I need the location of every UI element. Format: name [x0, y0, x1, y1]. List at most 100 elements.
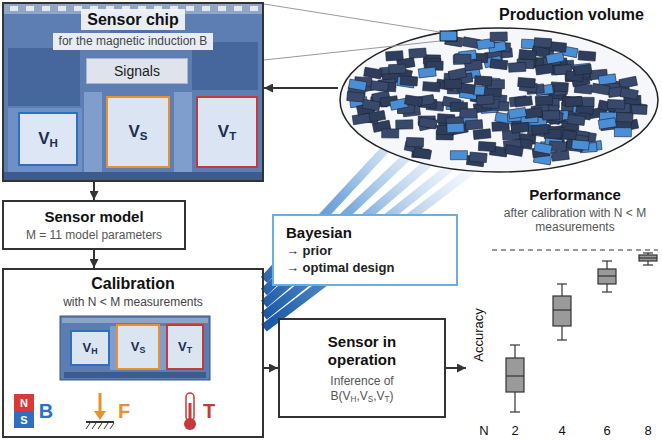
chip-population	[474, 76, 492, 86]
node-text: for the magnetic induction B	[53, 33, 214, 49]
quantity-symbol: B	[39, 401, 53, 421]
chip-population	[476, 95, 494, 105]
subscript: S	[368, 395, 373, 404]
bayesian-box: Bayesian→ prior→ optimal design	[272, 214, 458, 286]
node-text: after calibration with N < M measurement…	[490, 206, 660, 235]
signal-box: VT	[166, 324, 204, 370]
flow-arrow	[93, 182, 95, 200]
chip-population	[490, 59, 508, 70]
process-box: Sensor modelM = 11 model parameters	[2, 200, 186, 250]
production-ellipse: Production volume	[338, 2, 660, 174]
chip-population	[406, 137, 423, 147]
chip-population	[565, 96, 583, 107]
flow-arrow	[446, 367, 466, 369]
box-plot	[639, 255, 657, 261]
chip-population	[532, 124, 550, 134]
chip-population	[551, 150, 569, 161]
box-plot	[506, 345, 524, 412]
force-icon	[86, 421, 114, 423]
performance-chart	[492, 249, 658, 250]
node-text: → prior	[286, 243, 332, 259]
chip-population	[607, 100, 624, 110]
box-plot	[557, 283, 567, 284]
chip-population	[386, 51, 404, 61]
chip-population	[524, 107, 542, 118]
subscript: H	[351, 395, 357, 404]
flow-arrow	[264, 367, 278, 369]
chip-photo	[4, 4, 262, 180]
chip-population	[535, 64, 553, 75]
bond-pads	[250, 6, 258, 11]
node-heading: VT	[218, 122, 236, 142]
chip-population	[578, 51, 596, 61]
thermometer-icon	[184, 393, 196, 430]
box-plot	[643, 264, 653, 265]
chip-photo-small	[60, 316, 210, 380]
bayesian-stripes	[264, 142, 472, 328]
chip-population	[574, 64, 592, 75]
performance-panel: Performance after calibration with N < M …	[466, 180, 660, 438]
chip-population	[534, 38, 552, 48]
chip-population	[534, 142, 552, 154]
box-plot	[639, 253, 657, 265]
node-heading: Bayesian	[286, 224, 352, 242]
bond-pads	[58, 6, 66, 11]
chip-photo-small	[64, 372, 206, 378]
chip-population	[418, 67, 436, 78]
chip-population	[572, 140, 590, 150]
box-plot	[643, 252, 653, 253]
signal-box: VS	[106, 96, 170, 168]
chip-population	[511, 122, 529, 133]
bond-pads	[202, 6, 210, 11]
force-icon	[94, 411, 106, 420]
subscript: S	[139, 345, 145, 355]
chip-population	[519, 49, 537, 60]
chip-population	[473, 129, 491, 140]
chip-photo-small	[62, 318, 208, 323]
box-plot	[506, 375, 524, 376]
chip-population	[347, 32, 647, 167]
tick-label: 4	[558, 424, 565, 437]
highlighted-chip	[440, 31, 457, 41]
box-plot	[510, 344, 520, 345]
zoom-lines	[264, 41, 440, 60]
flow-arrow	[264, 87, 338, 89]
chip-population	[448, 68, 466, 80]
chip-population	[349, 79, 367, 91]
box-plot	[506, 358, 524, 392]
subscript: H	[91, 346, 97, 356]
chip-population	[371, 81, 389, 92]
box-plot	[598, 275, 616, 276]
node-heading: Production volume	[499, 5, 644, 24]
box-plot	[639, 257, 657, 258]
quantity-symbol: F	[118, 401, 130, 421]
tick-label: 6	[603, 424, 610, 437]
highlighted-chip	[440, 31, 457, 41]
chip-population	[389, 64, 406, 74]
chip-photo	[4, 172, 262, 180]
tick-label: 2	[511, 424, 518, 437]
node-heading: VS	[131, 339, 146, 355]
chip-population	[508, 107, 526, 118]
chip-population	[469, 152, 487, 163]
axis-title: N	[479, 424, 488, 437]
chip-population	[450, 151, 467, 160]
zoom-lines	[264, 4, 440, 60]
signals-panel: Signals	[86, 58, 188, 84]
node-heading: Sensor chip	[81, 9, 185, 30]
chip-population	[419, 117, 437, 129]
box-plot	[553, 309, 571, 310]
chip-population	[447, 123, 464, 133]
chip-population	[347, 92, 365, 103]
zoom-lines	[264, 4, 440, 32]
chip-population	[514, 96, 532, 107]
node-heading: Performance	[529, 186, 621, 204]
chip-population	[490, 32, 507, 41]
subscript: H	[50, 137, 58, 149]
chip-population	[400, 76, 418, 86]
chip-population	[352, 113, 370, 125]
force-icon	[86, 423, 114, 429]
bond-pads	[218, 6, 226, 11]
flow-arrow	[93, 250, 95, 268]
